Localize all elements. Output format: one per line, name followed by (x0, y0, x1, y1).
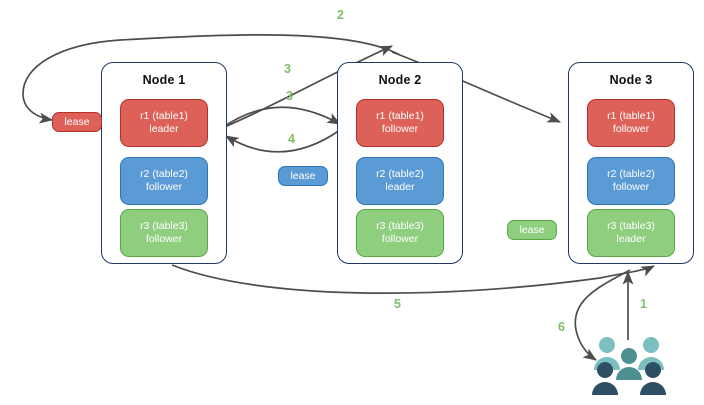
replica-n3-r3[interactable]: r3 (table3) leader (587, 209, 675, 257)
replica-n1-r3-name: r3 (table3) (140, 220, 188, 232)
replica-n2-r3[interactable]: r3 (table3) follower (356, 209, 444, 257)
replica-n3-r2-name: r2 (table2) (607, 168, 655, 180)
node-panel-1[interactable]: Node 1 r1 (table1) leader r2 (table2) fo… (101, 62, 227, 264)
replica-n2-r2-name: r2 (table2) (376, 168, 424, 180)
user-figure-bottom-right (640, 362, 666, 395)
arrow-step-3-node1-to-node2 (221, 106, 341, 129)
lease-chip-table2[interactable]: lease (278, 166, 328, 186)
lease-chip-table1-label: lease (64, 116, 90, 128)
replica-n2-r3-name: r3 (table3) (376, 220, 424, 232)
replica-n2-r2-role: leader (385, 181, 415, 193)
node-panel-2[interactable]: Node 2 r1 (table1) follower r2 (table2) … (337, 62, 463, 264)
arrow-step-6-node3-to-users (574, 269, 631, 361)
arrow-step-4-node2-to-node1 (225, 129, 341, 153)
node-2-title: Node 2 (378, 73, 422, 87)
replica-n1-r3-role: follower (145, 233, 183, 245)
lease-chip-table1[interactable]: lease (52, 112, 102, 132)
step-label-2: 2 (337, 8, 344, 22)
replica-n1-r1-role: leader (149, 123, 179, 135)
replica-n1-r2[interactable]: r2 (table2) follower (120, 157, 208, 205)
users-icon (592, 334, 666, 396)
node-panel-3[interactable]: Node 3 r1 (table1) follower r2 (table2) … (568, 62, 694, 264)
replica-n2-r3-role: follower (381, 233, 419, 245)
replica-n3-r1-name: r1 (table1) (607, 110, 655, 122)
arrow-step-2-to-node3 (391, 51, 561, 123)
replica-n3-r2[interactable]: r2 (table2) follower (587, 157, 675, 205)
replica-n2-r1[interactable]: r1 (table1) follower (356, 99, 444, 147)
replica-n3-r3-name: r3 (table3) (607, 220, 655, 232)
replica-n3-r3-role: leader (616, 233, 646, 245)
lease-chip-table3-label: lease (519, 224, 545, 236)
arrow-step-3-upper (221, 45, 393, 129)
user-figure-bottom-left (592, 362, 618, 395)
replica-n1-r1-name: r1 (table1) (140, 110, 188, 122)
lease-chip-table3[interactable]: lease (507, 220, 557, 240)
node-3-title: Node 3 (609, 73, 653, 87)
lease-chip-table2-label: lease (290, 170, 316, 182)
replica-n3-r1[interactable]: r1 (table1) follower (587, 99, 675, 147)
arrow-step-2-to-lease (22, 34, 401, 124)
replica-n1-r2-role: follower (145, 181, 183, 193)
replica-n3-r2-role: follower (612, 181, 650, 193)
arrow-step-5-node1-to-node3 (171, 264, 655, 294)
step-label-3b: 3 (286, 89, 293, 103)
step-label-3a: 3 (284, 62, 291, 76)
replica-n2-r2[interactable]: r2 (table2) leader (356, 157, 444, 205)
step-label-1: 1 (640, 297, 647, 311)
step-label-6: 6 (558, 320, 565, 334)
replica-n1-r3[interactable]: r3 (table3) follower (120, 209, 208, 257)
replica-n1-r1[interactable]: r1 (table1) leader (120, 99, 208, 147)
replica-n2-r1-role: follower (381, 123, 419, 135)
step-label-4: 4 (288, 132, 295, 146)
node-1-title: Node 1 (142, 73, 186, 87)
replica-n2-r1-name: r1 (table1) (376, 110, 424, 122)
user-figure-center (616, 348, 642, 380)
replica-n1-r2-name: r2 (table2) (140, 168, 188, 180)
step-label-5: 5 (394, 297, 401, 311)
replica-n3-r1-role: follower (612, 123, 650, 135)
